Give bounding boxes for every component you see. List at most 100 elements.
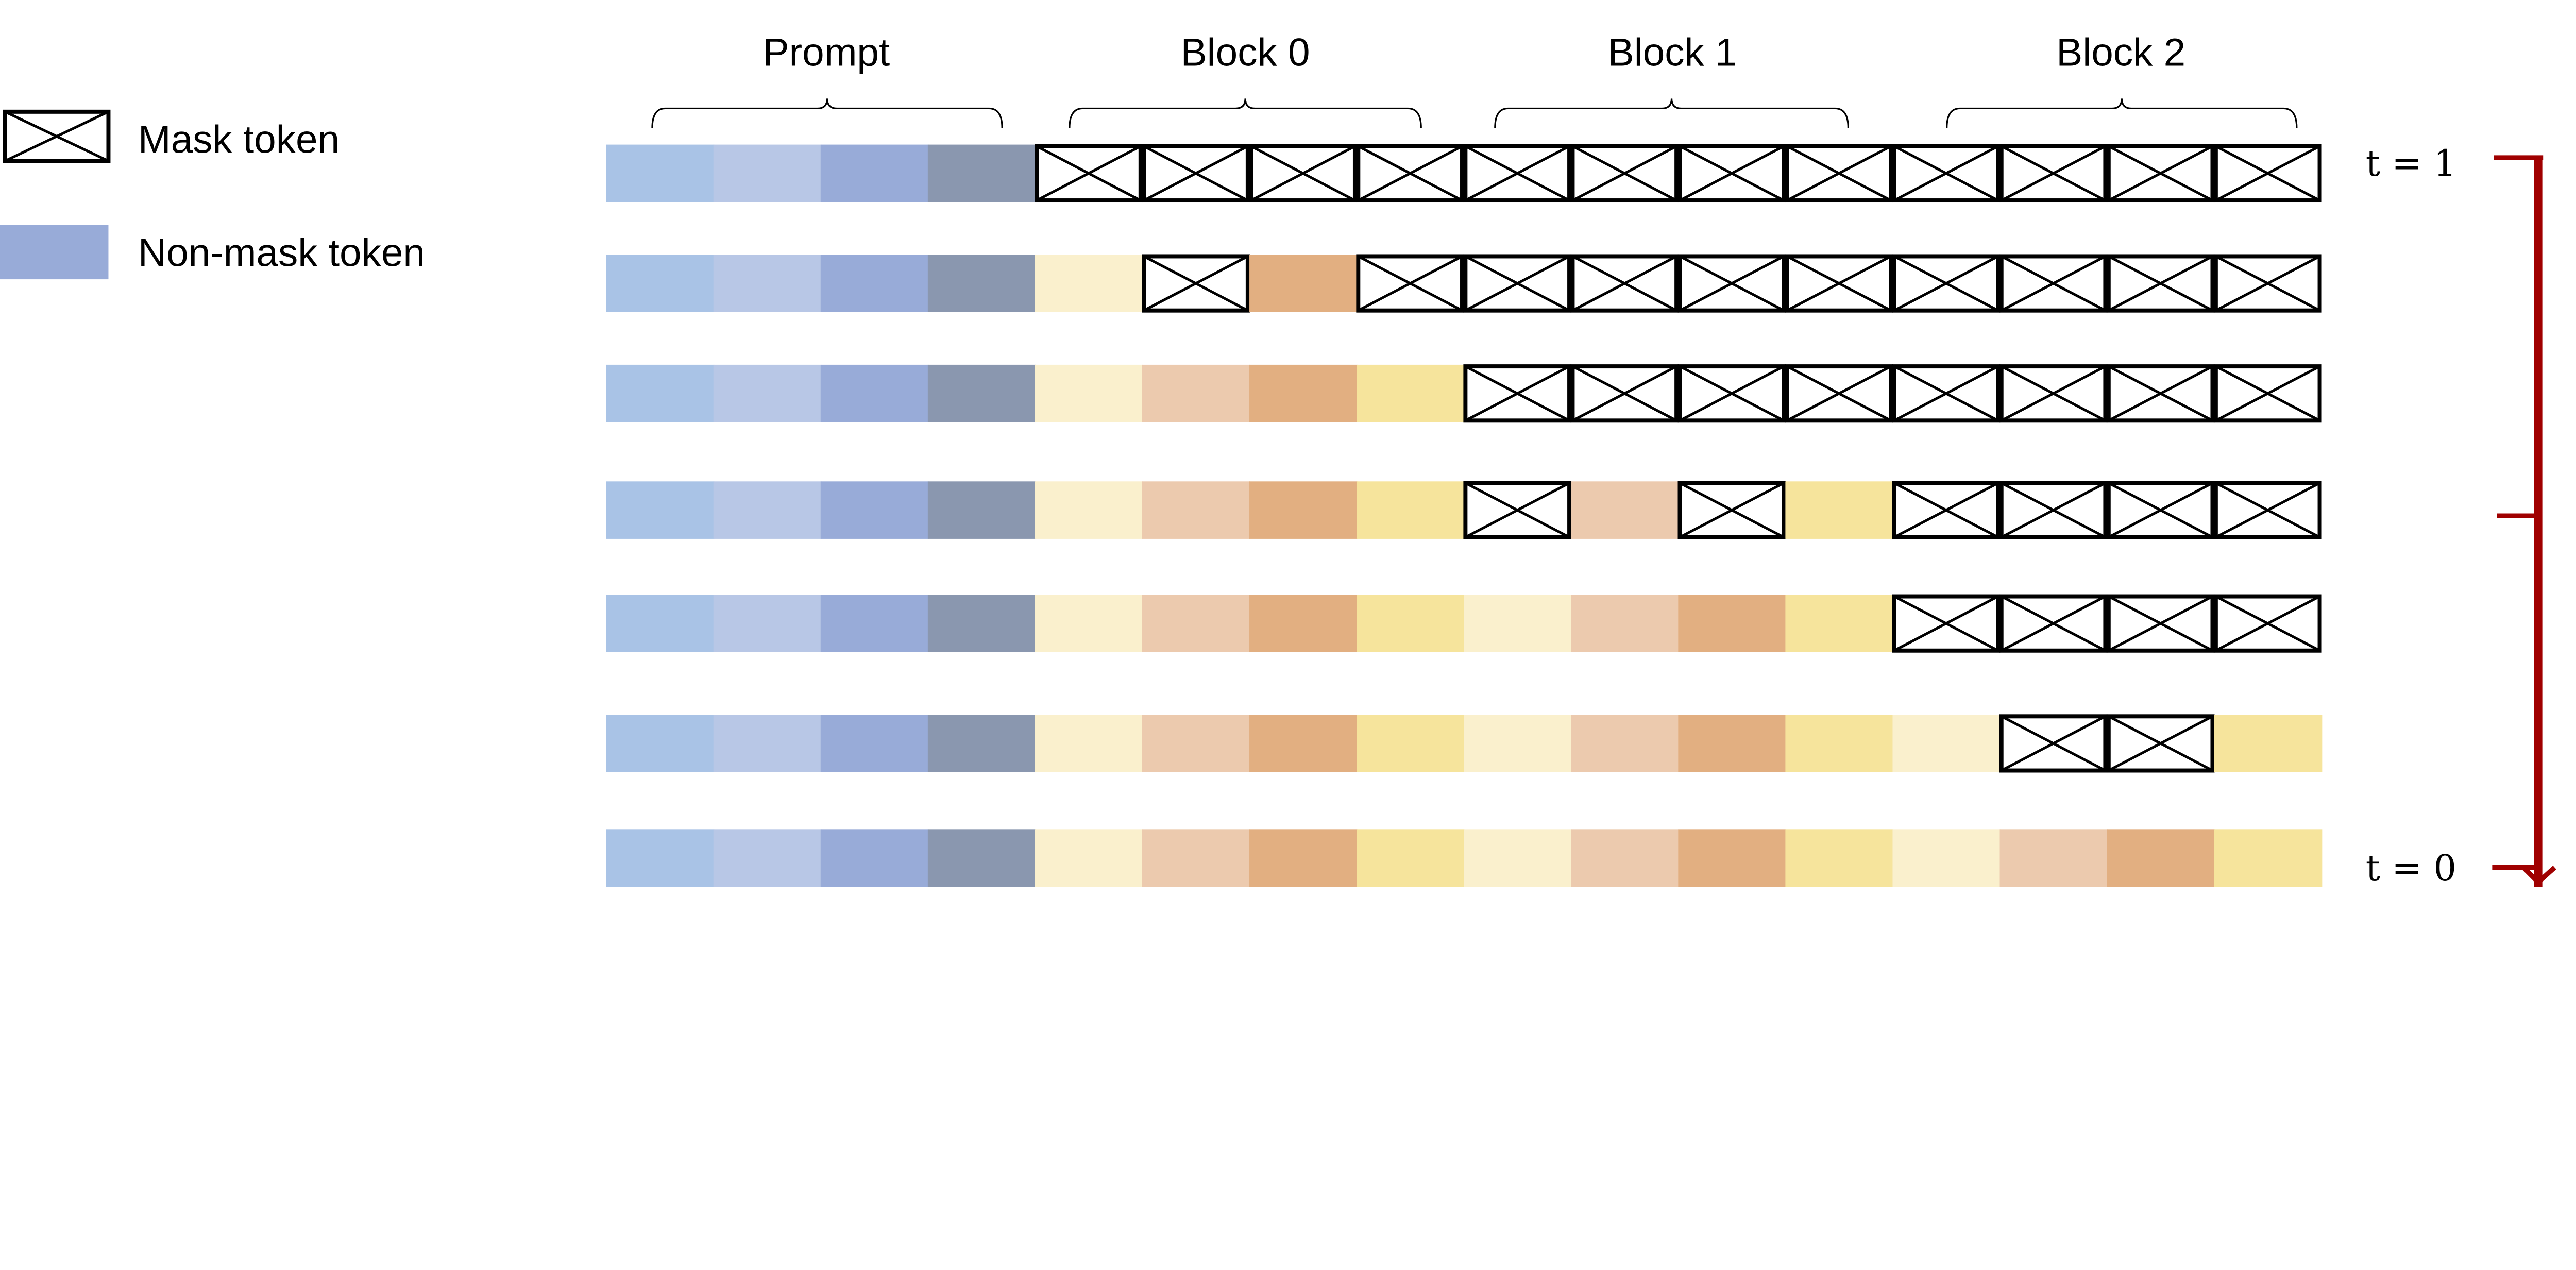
mask-token [1677, 254, 1786, 313]
mask-token [1249, 144, 1357, 203]
mask-token [1570, 254, 1679, 313]
response-token [1464, 829, 1572, 887]
response-token [1142, 364, 1250, 422]
brace-3 [1946, 98, 2298, 128]
response-token [1035, 595, 1143, 652]
response-token [1999, 829, 2108, 887]
non-mask-token-legend-swatch [0, 225, 109, 280]
mask-token [2106, 144, 2215, 203]
response-token [1357, 364, 1465, 422]
mask-token [2213, 144, 2322, 203]
response-token [1785, 481, 1894, 539]
diagram: Mask token Non-mask token Prompt Block 0… [0, 31, 2556, 889]
time-end-label: t = 0 [2366, 847, 2456, 889]
mask-token [1999, 144, 2108, 203]
group-braces [651, 98, 2298, 128]
prompt-token [713, 144, 822, 202]
prompt-token [606, 715, 715, 772]
mask-token [1570, 364, 1679, 423]
response-token [1249, 364, 1358, 422]
response-token [1678, 829, 1786, 887]
response-token [1678, 715, 1786, 772]
legend: Mask token Non-mask token [0, 109, 425, 280]
prompt-token [713, 364, 822, 422]
prompt-token [713, 829, 822, 887]
mask-token [1999, 364, 2108, 423]
response-token [1785, 829, 1894, 887]
response-token [1892, 829, 2001, 887]
mask-token [1999, 594, 2108, 653]
prompt-token [927, 144, 1036, 202]
group-label-block-1: Block 1 [1608, 31, 1737, 75]
mask-token [2213, 364, 2322, 423]
row-6 [606, 829, 2323, 887]
response-token [1357, 595, 1465, 652]
mask-token [1785, 364, 1893, 423]
prompt-token [606, 481, 715, 539]
response-token [2214, 829, 2323, 887]
response-token [1142, 829, 1250, 887]
response-token [1249, 255, 1358, 312]
mask-token [1892, 364, 2001, 423]
response-token [1035, 829, 1143, 887]
mask-token [2106, 481, 2215, 539]
prompt-token [927, 481, 1036, 539]
mask-token-legend-label: Mask token [138, 118, 340, 162]
group-label-block-2: Block 2 [2056, 31, 2185, 75]
mask-token [1570, 144, 1679, 203]
prompt-token [927, 829, 1036, 887]
mask-token [1999, 254, 2108, 313]
prompt-token [820, 829, 929, 887]
response-token [1142, 715, 1250, 772]
response-token [1249, 829, 1358, 887]
response-token [2107, 829, 2215, 887]
prompt-token [820, 715, 929, 772]
mask-token [1892, 481, 2001, 539]
mask-token [1999, 481, 2108, 539]
time-axis: t = 1 t = 0 [2366, 142, 2556, 889]
prompt-token [820, 481, 929, 539]
row-2 [606, 364, 2322, 423]
mask-token [1142, 254, 1250, 313]
response-token [1035, 715, 1143, 772]
mask-token [1356, 144, 1464, 203]
response-token [1892, 715, 2001, 772]
response-token [1571, 829, 1679, 887]
time-start-label: t = 1 [2366, 142, 2456, 184]
brace-0 [651, 98, 1003, 128]
mask-token [2213, 481, 2322, 539]
mask-token [1892, 144, 2001, 203]
row-3 [606, 481, 2322, 539]
row-4 [606, 594, 2322, 653]
response-token [1249, 715, 1358, 772]
response-token [1249, 481, 1358, 539]
response-token [1571, 595, 1679, 652]
prompt-token [820, 595, 929, 652]
mask-token [1463, 481, 1572, 539]
mask-token [1463, 254, 1572, 313]
prompt-token [927, 595, 1036, 652]
response-token [1357, 481, 1465, 539]
prompt-token [606, 829, 715, 887]
mask-token [1142, 144, 1250, 203]
mask-token [1677, 144, 1786, 203]
mask-token [1677, 364, 1786, 423]
response-token [1142, 481, 1250, 539]
brace-2 [1494, 98, 1849, 128]
prompt-token [713, 481, 822, 539]
time-arrow-head-icon [2521, 866, 2556, 886]
mask-token [2106, 714, 2215, 773]
group-label-block-0: Block 0 [1181, 31, 1310, 75]
mask-token [1463, 144, 1572, 203]
response-token [1785, 595, 1894, 652]
brace-1 [1069, 98, 1422, 128]
prompt-token [820, 255, 929, 312]
response-token [1464, 715, 1572, 772]
mask-token [1892, 594, 2001, 653]
prompt-token [606, 595, 715, 652]
mask-token [2106, 594, 2215, 653]
mask-token [1463, 364, 1572, 423]
prompt-token [713, 255, 822, 312]
token-rows [606, 144, 2323, 887]
response-token [1142, 595, 1250, 652]
